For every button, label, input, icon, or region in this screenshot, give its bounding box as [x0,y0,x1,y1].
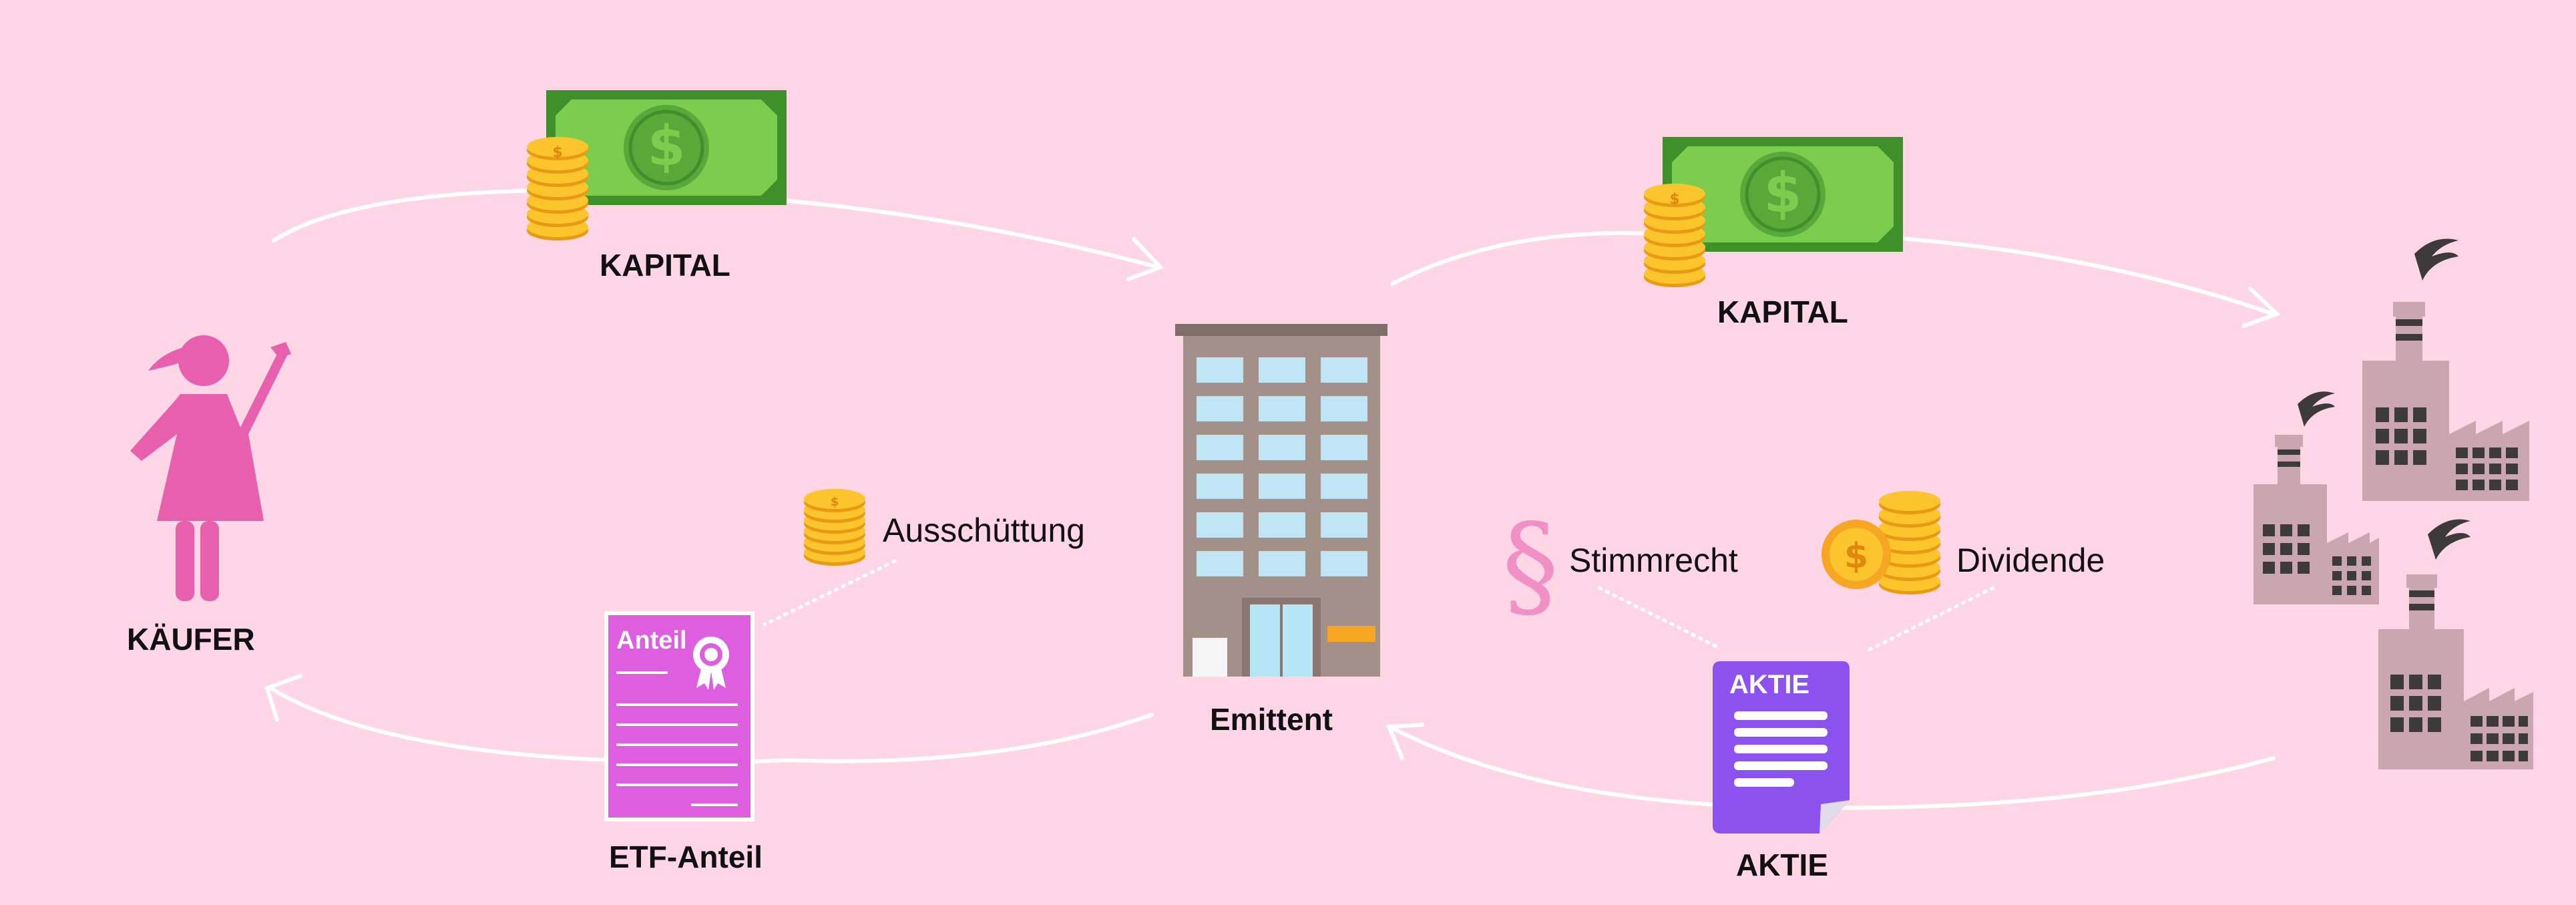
building-icon [1175,324,1387,677]
svg-text:$: $ [831,495,839,509]
coin-stack-icon-ausschuettung: $ [804,489,865,566]
label-kapital-right: KAPITAL [1717,295,1848,329]
svg-text:$: $ [647,115,685,178]
arrowhead-emittent-to-buyer [264,674,302,722]
svg-text:$: $ [1669,191,1679,208]
factory-icon-left [2253,391,2379,604]
coin-stack-icon-left: $ [527,137,588,240]
coin-stack-icon-right: $ [1644,184,1705,287]
arrowhead-buyer-to-emittent [1126,237,1164,281]
factory-icon-top [2362,238,2529,501]
label-stimmrecht: Stimmrecht [1569,542,1738,579]
label-aktie: AKTIE [1736,848,1828,882]
svg-text:$: $ [552,144,562,161]
arrowhead-companies-to-emittent [1385,723,1424,760]
label-emittent: Emittent [1210,702,1333,737]
svg-text:$: $ [1763,162,1801,225]
coin-stack-icon-dividende: $ [1821,491,1940,594]
dotted-connectors [763,559,1995,653]
arrowhead-emittent-to-companies [2241,287,2281,328]
connector-stimmrecht [1597,586,1721,650]
document-title: AKTIE [1729,670,1809,699]
certificate-title: Anteil [616,626,687,655]
label-ausschuettung: Ausschüttung [883,512,1085,549]
connector-ausschuettung [763,559,897,626]
certificate-icon: Anteil [604,611,755,822]
svg-text:$: $ [1844,536,1868,576]
paragraph-icon: § [1502,500,1559,632]
connector-dividende [1864,586,1995,653]
document-icon: AKTIE [1713,661,1850,834]
label-kapital-left: KAPITAL [600,248,730,283]
label-dividende: Dividende [1956,542,2105,579]
label-kaeufer: KÄUFER [127,622,255,657]
factory-icon-bottom [2378,519,2533,769]
label-etf-anteil: ETF-Anteil [609,840,763,874]
person-icon [130,335,291,601]
